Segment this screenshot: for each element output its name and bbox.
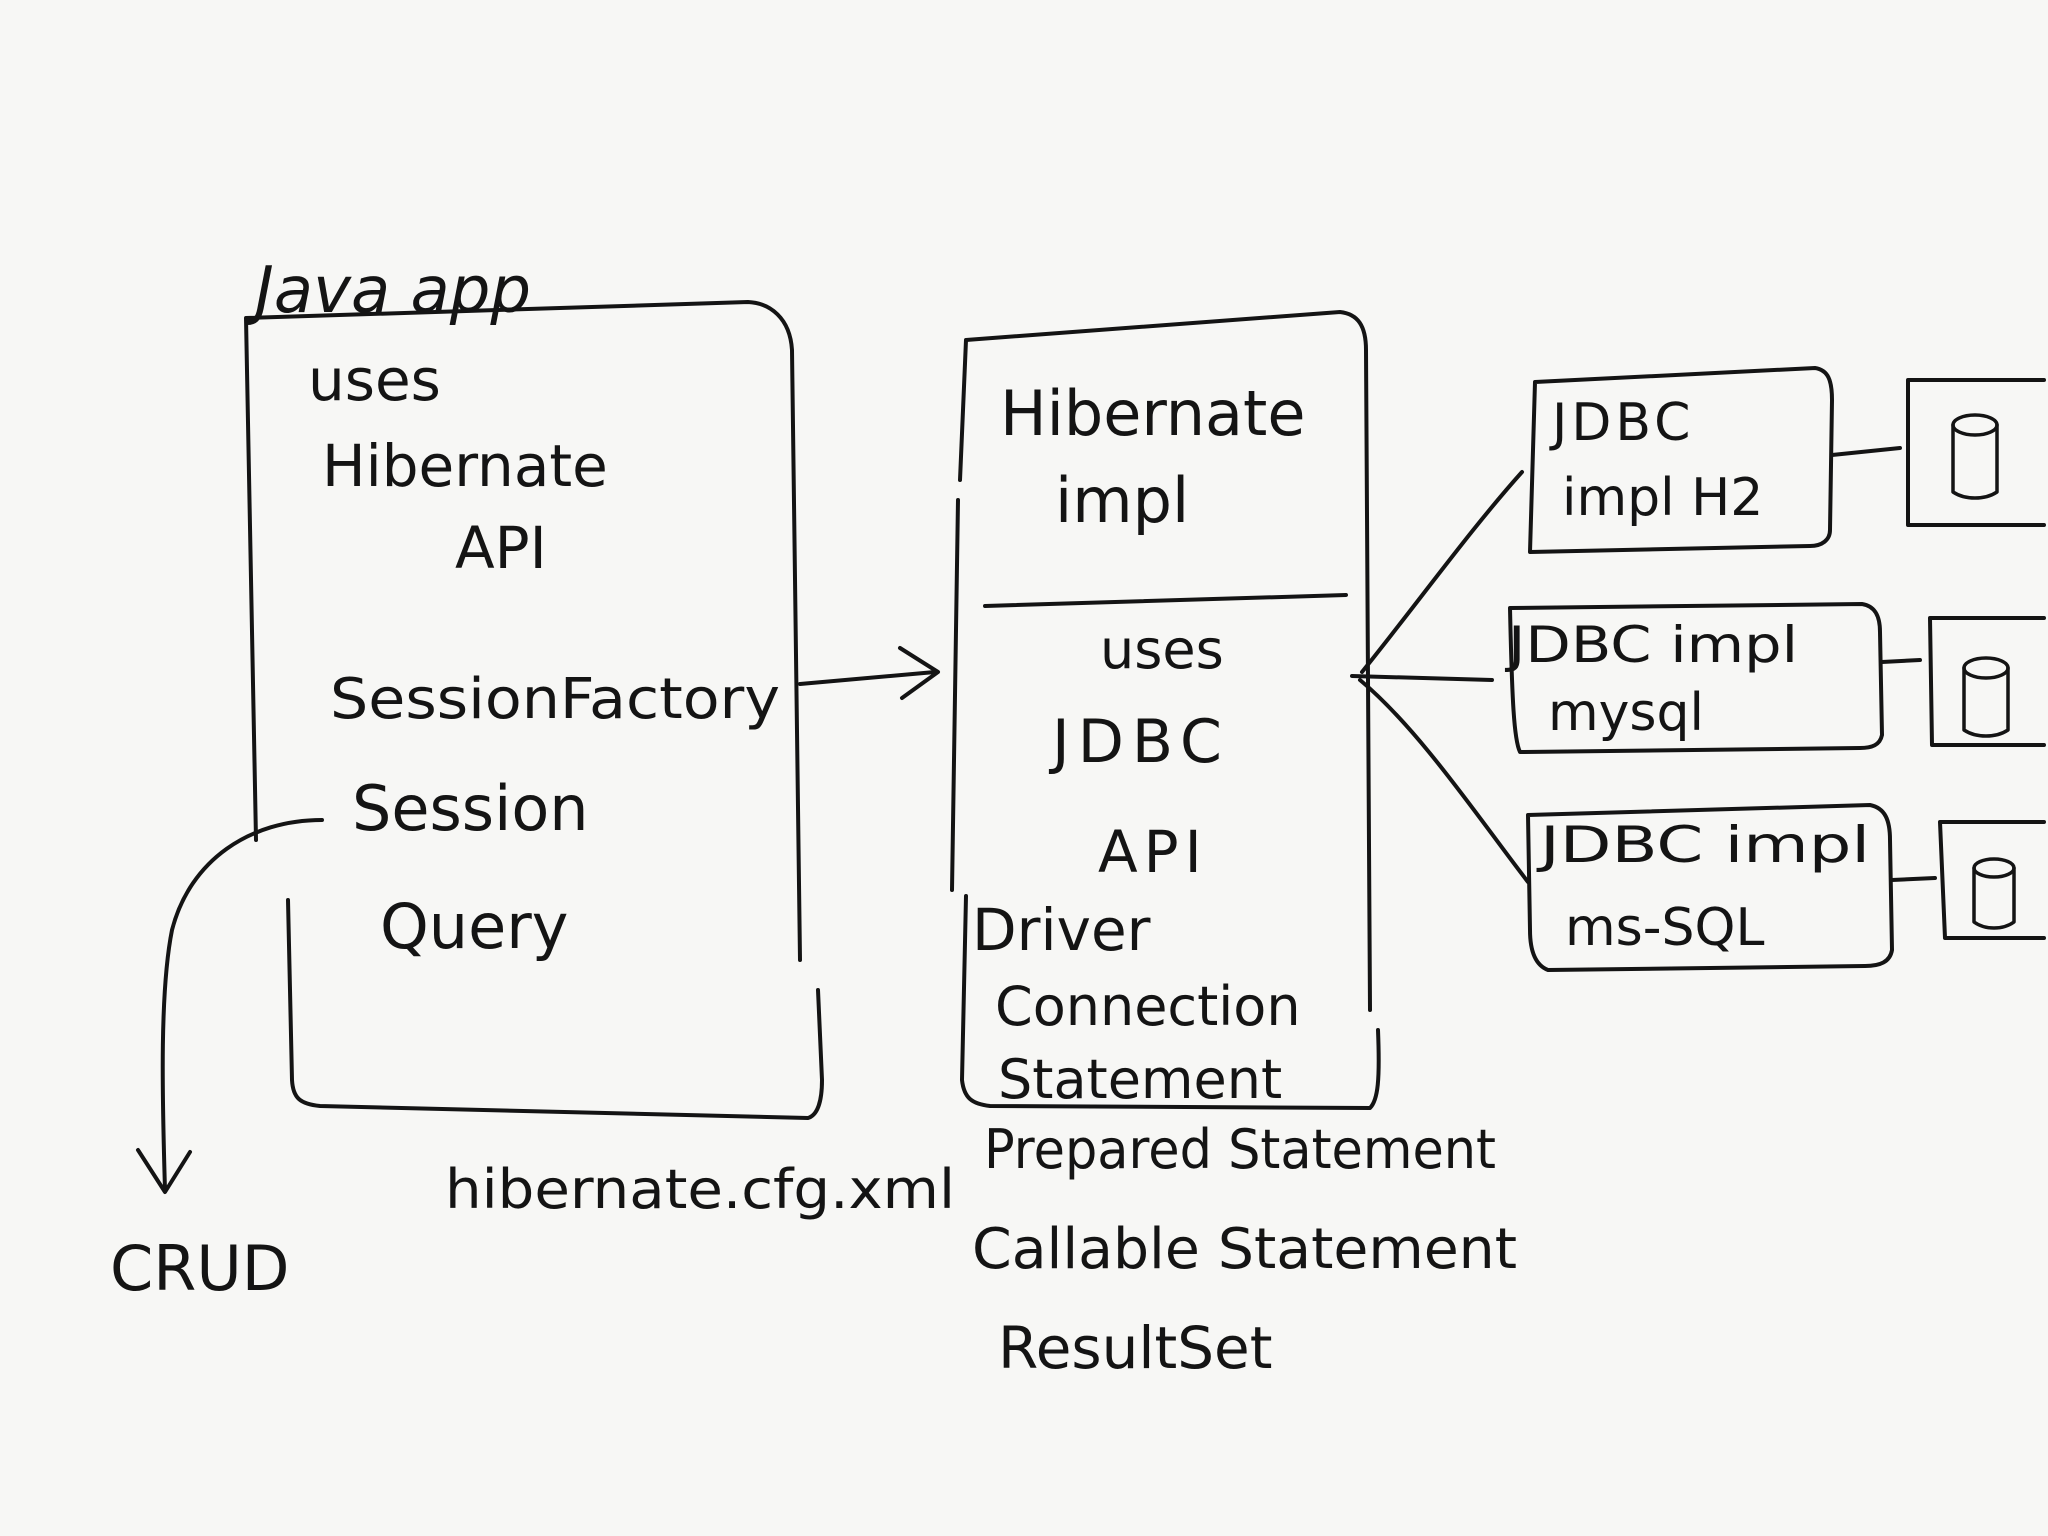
class-connection: Connection: [995, 975, 1301, 1038]
mysql-database-icon: [1928, 616, 2046, 747]
session-label: Session: [352, 772, 589, 845]
jdbc-impl-mssql-line1: JDBC impl: [1536, 816, 1870, 874]
java-app-line-uses: uses: [308, 346, 441, 414]
hibernate-impl-uses: uses: [1100, 618, 1224, 681]
h2-db-connector: [1830, 446, 1902, 457]
jdbc-impl-mssql-line2: ms-SQL: [1565, 898, 1764, 958]
session-factory-label: SessionFactory: [330, 667, 780, 732]
hibernate-impl-api: API: [1098, 818, 1208, 886]
session-factory-arrow: [798, 646, 940, 700]
class-driver: Driver: [972, 896, 1151, 964]
java-app-box: [244, 300, 824, 1120]
class-resultset: ResultSet: [998, 1314, 1272, 1382]
jdbc-impl-mysql-line2: mysql: [1548, 683, 1704, 743]
hibernate-impl-title-line2: impl: [1055, 464, 1189, 537]
mssql-database-icon: [1938, 820, 2046, 940]
hibernate-impl-jdbc: JDBC: [1048, 707, 1230, 777]
java-app-line-hibernate: Hibernate: [322, 432, 608, 500]
jdbc-impl-h2-line2: impl H2: [1562, 468, 1763, 528]
query-label: Query: [380, 890, 568, 963]
class-callable-statement: Callable Statement: [972, 1217, 1517, 1282]
session-to-crud-arrow: [136, 818, 324, 1194]
class-statement: Statement: [998, 1048, 1282, 1111]
config-file-label: hibernate.cfg.xml: [445, 1158, 955, 1221]
connector-to-h2: [1360, 470, 1524, 674]
jdbc-impl-h2-line1: JDBC: [1549, 393, 1694, 453]
mssql-db-connector: [1890, 876, 1937, 882]
jdbc-impl-h2-box: [1528, 366, 1834, 554]
hibernate-impl-box: [950, 310, 1381, 1110]
connector-to-mysql: [1350, 674, 1494, 682]
hibernate-impl-divider: [983, 593, 1348, 608]
mysql-db-connector: [1880, 658, 1922, 664]
hibernate-impl-title-line1: Hibernate: [1000, 377, 1306, 450]
jdbc-impl-mssql-box: [1526, 803, 1894, 972]
java-app-line-api: API: [455, 514, 547, 582]
h2-database-icon: [1906, 378, 2046, 527]
jdbc-impl-mysql-line1: JDBC impl: [1504, 616, 1798, 674]
jdbc-impl-mysql-box: [1508, 602, 1884, 754]
connector-to-mssql: [1358, 678, 1530, 884]
class-prepared-statement: Prepared Statement: [984, 1118, 1496, 1181]
crud-label: CRUD: [110, 1232, 290, 1305]
